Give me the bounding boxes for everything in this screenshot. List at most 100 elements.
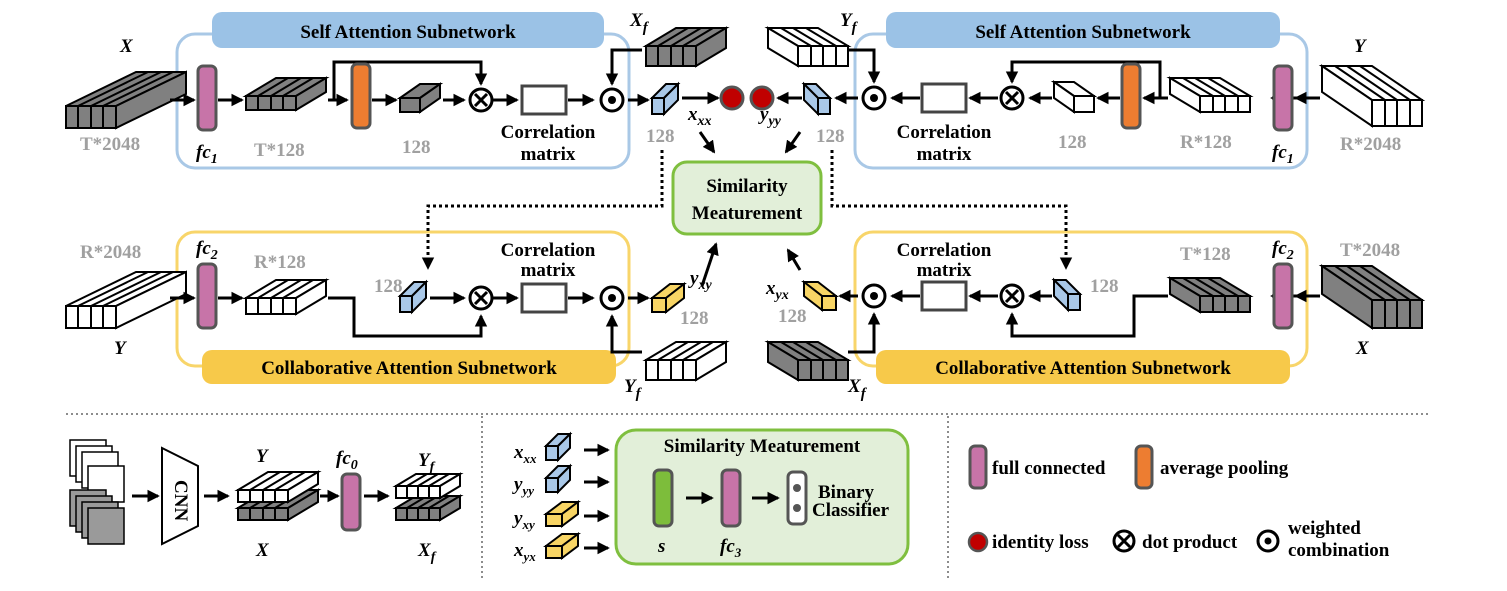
input-y-label: Y xyxy=(1354,36,1368,57)
image-stack-icon xyxy=(69,439,125,545)
legend-input-label-1: yyy xyxy=(512,474,534,498)
weighted-combination-icon xyxy=(861,85,887,111)
yyy-dim: 128 xyxy=(816,126,845,147)
arrow xyxy=(786,248,802,271)
yyy-label: yyy xyxy=(758,104,782,129)
input-y-label-bl: Y xyxy=(114,338,128,359)
feat-r128-dim: R*128 xyxy=(1180,132,1232,153)
input-x-label: X xyxy=(119,36,134,57)
xf-feed xyxy=(605,48,642,86)
legend-identity-loss: identity loss xyxy=(992,532,1089,553)
weighted-combination-icon xyxy=(599,87,625,113)
fc0-label: fc0 xyxy=(336,448,358,473)
collab-attention-title-right: Collaborative Attention Subnetwork xyxy=(935,358,1231,379)
cnn-trapezoid xyxy=(161,446,199,546)
pooled-128-dim-bl: 128 xyxy=(374,276,403,297)
yxy-vector xyxy=(649,281,687,315)
correlation-label-right: Correlation xyxy=(897,122,992,143)
xf-feed-br xyxy=(848,312,881,354)
fc2-label-right: fc2 xyxy=(1272,238,1294,263)
pooled-128-vector-bl xyxy=(397,279,429,315)
feat-t128-dim-br: T*128 xyxy=(1180,244,1231,265)
dashed-link-left xyxy=(421,150,664,270)
legend-input-vec-yxy xyxy=(543,500,581,528)
legend-weighted: weighted xyxy=(1288,518,1361,539)
binary-classifier-block xyxy=(786,470,808,526)
correlation-matrix-box-bl xyxy=(520,282,568,314)
fc3-label: fc3 xyxy=(720,536,742,560)
input-x-feature-block xyxy=(65,70,187,130)
feat-t128-block-br xyxy=(1166,276,1254,314)
cnn-label: CNN xyxy=(170,480,191,521)
self-attention-title-left: Self Attention Subnetwork xyxy=(300,22,516,43)
yf-label-top: Yf xyxy=(840,10,859,36)
collab-attention-title-left-bg xyxy=(202,350,616,384)
input-y-feature-block xyxy=(1318,64,1426,128)
feat-r128-block-bl xyxy=(242,278,330,316)
classifier-label-2: Classifier xyxy=(812,500,890,521)
collab-attention-title-left: Collaborative Attention Subnetwork xyxy=(261,358,557,379)
pooled-128-dim-right: 128 xyxy=(1058,132,1087,153)
legend-input-label-0: xxx xyxy=(513,442,537,466)
weighted-combination-icon xyxy=(599,285,625,311)
yf-feed-bl xyxy=(605,314,642,354)
legend-pool-swatch xyxy=(1134,444,1154,490)
correlation-label-br: Correlation xyxy=(897,240,992,261)
similarity-line-1: Similarity xyxy=(706,176,788,197)
arrow xyxy=(700,242,719,287)
weighted-combination-icon xyxy=(1256,529,1280,553)
input-x-label-br: X xyxy=(1355,338,1370,359)
feat-to-dot xyxy=(328,296,488,338)
xyx-vector xyxy=(801,279,839,313)
xxx-label: xxx xyxy=(687,104,712,129)
feat-r128-dim-bl: R*128 xyxy=(254,252,306,273)
fc1-layer-left xyxy=(196,64,218,132)
identity-loss-icon xyxy=(967,531,989,553)
s-label: s xyxy=(657,536,665,557)
yf-label-bl: Yf xyxy=(624,376,643,402)
legend-average-pooling: average pooling xyxy=(1160,458,1289,479)
identity-loss-left xyxy=(719,85,745,111)
classifier-node-top xyxy=(793,484,801,492)
s-layer xyxy=(652,468,674,528)
dot-product-icon xyxy=(468,87,494,113)
dot-product-icon xyxy=(468,285,494,311)
arrow xyxy=(784,131,802,154)
correlation-matrix-box-br xyxy=(920,280,968,312)
xf-label-top: Xf xyxy=(629,10,650,36)
avg-pool-layer-right xyxy=(1120,62,1142,130)
fc2-layer-left xyxy=(196,262,218,330)
legend-input-vec-xyx xyxy=(543,532,581,560)
similarity-box xyxy=(671,160,823,236)
dashed-link-right xyxy=(830,150,1073,270)
avg-pool-layer-left xyxy=(350,62,372,130)
feat-t128-block xyxy=(242,76,330,112)
yf-feature-block-top xyxy=(764,26,852,68)
feat-to-dot-br xyxy=(1005,294,1168,338)
fc0-layer xyxy=(340,472,362,532)
legend-xf-label: Xf xyxy=(417,540,437,565)
legend-input-vec-yyy xyxy=(543,463,573,495)
weighted-combination-icon xyxy=(861,283,887,309)
legend-input-label-2: yxy xyxy=(512,508,535,532)
yxy-label: yxy xyxy=(688,268,712,293)
xxx-dim: 128 xyxy=(646,126,675,147)
matrix-label-right: matrix xyxy=(917,144,972,165)
xxx-vector xyxy=(649,81,681,117)
xyx-dim: 128 xyxy=(778,306,807,327)
xf-feature-stack xyxy=(392,494,464,522)
fc1-layer-right xyxy=(1272,64,1294,132)
matrix-label-bl: matrix xyxy=(521,260,576,281)
yyy-vector xyxy=(801,81,833,117)
fc3-layer xyxy=(720,468,742,528)
legend-combination: combination xyxy=(1288,540,1390,561)
identity-loss-right xyxy=(749,85,775,111)
arrow xyxy=(698,131,716,154)
classifier-label-1: Binary xyxy=(818,482,874,503)
pooled-128-vector-br xyxy=(1051,277,1083,313)
similarity-line-2: Meaturement xyxy=(692,203,803,224)
correlation-matrix-box-left xyxy=(520,84,568,116)
yf-feature-stack xyxy=(392,472,464,500)
correlation-matrix-box-right xyxy=(920,82,968,114)
